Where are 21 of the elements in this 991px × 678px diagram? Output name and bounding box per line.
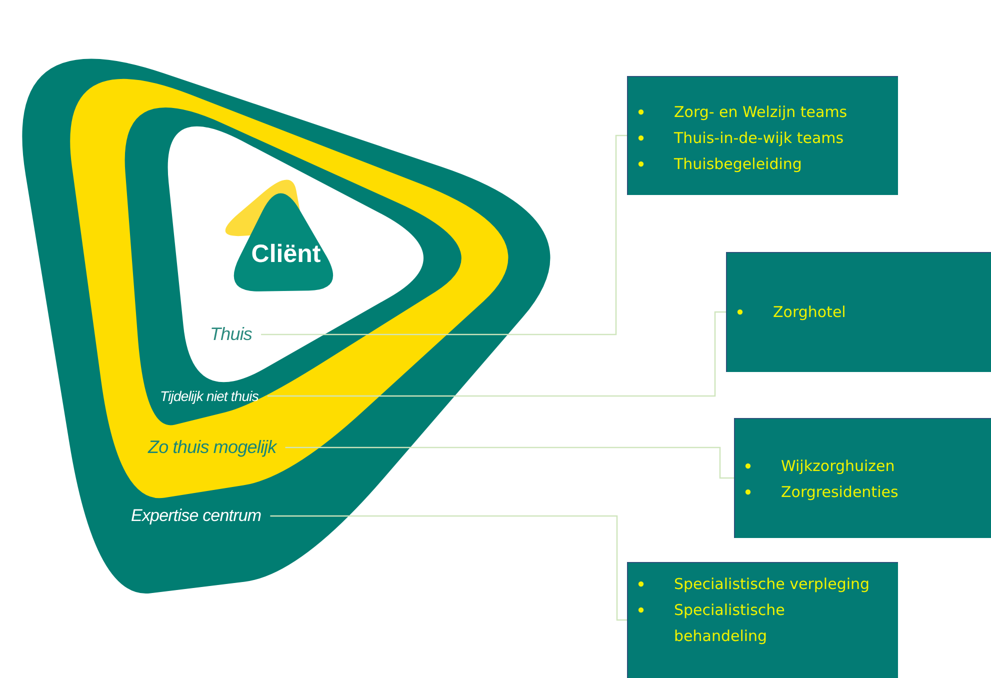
service-box: [627, 76, 898, 195]
ring-label: Thuis: [210, 324, 252, 345]
bullet-item: Wijkzorghuizen: [781, 456, 895, 474]
service-box: [734, 418, 991, 538]
bullet-item: Zorgresidenties: [781, 482, 898, 500]
client-label: Cliënt: [250, 240, 322, 269]
ring-label: Tijdelijk niet thuis: [160, 388, 258, 404]
ring-label: Expertise centrum: [131, 506, 262, 526]
bullet-item: Zorg- en Welzijn teams: [674, 103, 848, 121]
leader-line: [285, 446, 734, 479]
bullet-item: Thuis-in-de-wijk teams: [674, 129, 844, 147]
ring-label: Zo thuis mogelijk: [148, 437, 276, 458]
leader-line: [267, 311, 726, 397]
leader-line: [261, 134, 627, 336]
bullet-item: Specialistische verpleging: [674, 575, 870, 593]
leader-line: [270, 515, 627, 621]
service-box: [726, 252, 991, 372]
bullet-item: Specialistische behandeling: [674, 601, 785, 645]
service-box: [627, 562, 898, 678]
bullet-item: Zorghotel: [773, 303, 846, 321]
bullet-item: Thuisbegeleiding: [674, 155, 802, 173]
